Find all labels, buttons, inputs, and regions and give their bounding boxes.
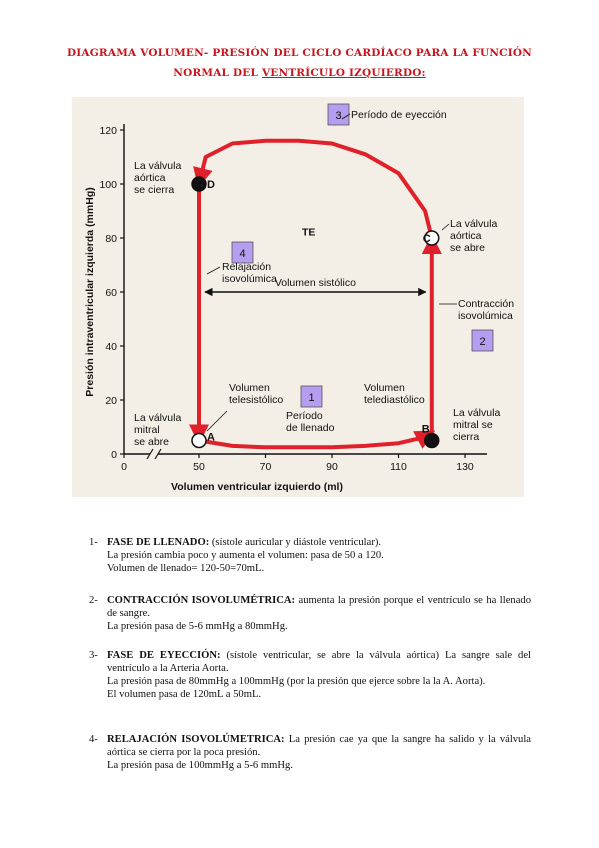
x-axis-title: Volumen ventricular izquierdo (ml) [171,481,343,493]
annotation-mitral-close: La válvula [453,407,500,419]
annotation-end-systolic: Volumen [229,382,270,394]
item-line: La presión pasa de 5-6 mmHg a 80mmHg. [107,621,288,632]
item-text: (sístole auricular y diástole ventricula… [209,537,382,548]
annotation-mitral-open: La válvula [134,412,181,424]
leader-line [441,223,450,231]
center-label: TE [302,226,315,238]
leader-line [341,113,351,120]
phase-item-3: 3- FASE DE EYECCIÓN: (sístole ventricula… [89,649,531,701]
point-letter: D [207,179,215,191]
phase-item-1: 1- FASE DE LLENADO: (sístole auricular y… [89,536,531,575]
figure-background [72,97,524,497]
labels-layer: Volumen sistólico TE A B C D 3 2 1 4 Período de ey… [134,103,514,449]
phase-badge-4-number: 4 [239,248,245,260]
y-tick-label: 0 [111,449,117,461]
item-heading: CONTRACCIÓN ISOVOLUMÉTRICA: [107,595,296,606]
phase-item-4: 4- RELAJACIÓN ISOVOLÚMETRICA: La presión… [89,733,531,772]
phase-label-llenado: de llenado [286,422,335,434]
x-tick-label: 130 [456,461,474,473]
item-heading: FASE DE EYECCIÓN: [107,650,221,661]
annotation-mitral-close: mitral se [453,419,493,431]
point-d [191,176,207,192]
leader-line [206,266,221,275]
y-tick-label: 100 [99,179,117,191]
point-letter: A [207,432,215,444]
phase-label-llenado: Período [286,410,323,422]
annotation-aortic-open: La válvula [450,218,497,230]
phase-label-relajacion: Relajación [222,261,271,273]
x-tick-label: 70 [260,461,272,473]
stroke-volume-label: Volumen sistólico [275,277,356,289]
phase-label-contraccion: isovolúmica [458,310,513,322]
phase-label-eyeccion: Período de eyección [351,109,447,121]
y-axis-title: Presión intraventricular izquierda (mmHg… [84,187,96,396]
item-heading: FASE DE LLENADO: [107,537,210,548]
title-underlined: VENTRÍCULO IZQUIERDO: [261,67,426,79]
y-tick-label: 60 [105,287,117,299]
point-c [424,230,440,246]
item-text: La presión cae ya que la sangre ha salid… [107,734,532,758]
point-b [424,432,440,449]
item-line: El volumen pasa de 120mL a 50mL. [107,689,262,700]
item-line: La presión pasa de 100mmHg a 5-6 mmHg. [107,760,293,771]
annotation-aortic-close: La válvula [134,160,181,172]
annotation-aortic-close: se cierra [134,184,174,196]
item-number: 2- [89,595,98,606]
annotation-mitral-close: cierra [453,431,479,443]
x-tick-label: 50 [193,461,205,473]
y-tick-label: 120 [99,125,117,137]
item-line: Volumen de llenado= 120-50=70mL. [107,563,265,574]
item-number: 1- [89,537,98,548]
item-text: (sístole ventricular, se abre la válvula… [107,650,531,674]
phase-badge-1-number: 1 [308,392,314,404]
page-title-line1: DIAGRAMA VOLUMEN- PRESIÓN DEL CICLO CARD… [67,47,532,59]
annotation-mitral-open: mitral [134,424,160,436]
axis-break-mark [146,448,154,460]
annotation-aortic-open: aórtica [450,230,482,242]
y-tick-label: 80 [105,233,117,245]
point-letter: C [423,233,431,245]
point-a [191,432,207,449]
annotation-end-systolic: telesistólico [229,394,283,406]
ejection-segment [193,138,434,239]
annotation-end-diastolic: Volumen [364,382,405,394]
filling-segment [198,430,436,450]
item-line: La presión cambia poco y aumenta el volu… [107,550,384,561]
point-letter: B [422,424,430,436]
phase-badge-4 [231,241,254,264]
annotation-end-diastolic: telediastólico [364,394,425,406]
phase-badge-2 [471,329,494,352]
page-title-line2: NORMAL DEL VENTRÍCULO IZQUIERDO: [0,67,599,79]
phase-badge-2-number: 2 [479,336,485,348]
axis-break-gap [150,449,158,459]
item-line: La presión pasa de 80mmHg a 100mmHg (por… [107,676,486,687]
phase-badge-1 [300,385,323,408]
x-tick-label: 0 [121,461,127,473]
x-tick-label: 110 [390,461,407,473]
item-number: 3- [89,650,98,661]
y-tick-label: 40 [105,341,117,353]
x-tick-label: 90 [326,461,338,473]
phase-badge-3-number: 3 [335,110,341,122]
annotation-aortic-close: aórtica [134,172,166,184]
loop-layer [189,138,442,450]
item-number: 4- [89,734,98,745]
y-tick-label: 20 [105,395,117,407]
title-prefix: NORMAL DEL [173,67,262,79]
leader-line [206,410,228,432]
annotation-aortic-open: se abre [450,242,485,254]
axis-break-mark [154,448,162,460]
item-text: aumenta la presión porque el ventrículo … [107,595,531,619]
phase-item-2: 2- CONTRACCIÓN ISOVOLUMÉTRICA: aumenta l… [89,594,531,633]
phase-label-relajacion: isovolúmica [222,273,277,285]
item-heading: RELAJACIÓN ISOVOLÚMETRICA: [107,734,285,745]
annotation-mitral-open: se abre [134,436,169,448]
phase-label-contraccion: Contracción [458,298,514,310]
